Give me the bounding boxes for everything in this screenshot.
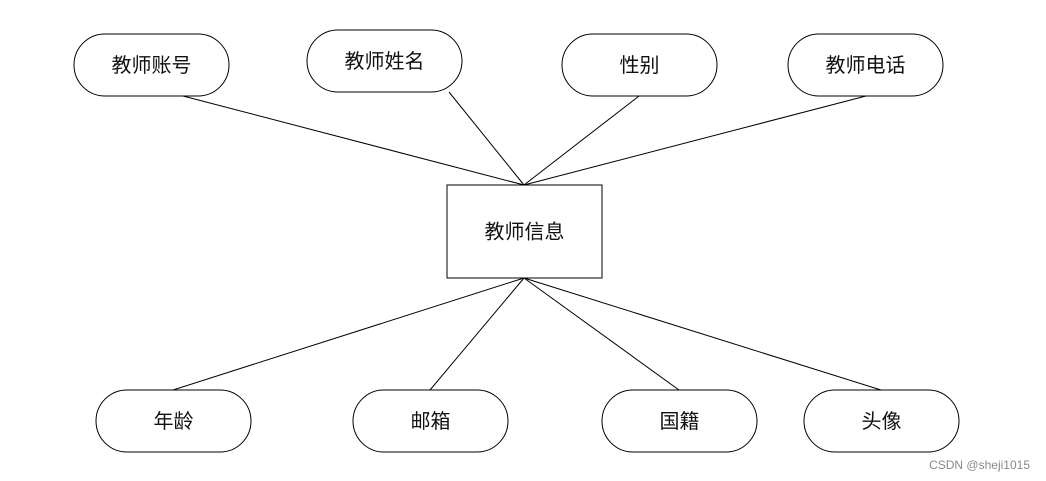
connector-line-age [172,277,525,391]
attribute-label: 教师账号 [112,53,192,77]
entity-teacher-info: 教师信息 [446,184,603,279]
entity-box [446,184,603,279]
attribute-label: 性别 [620,53,660,77]
attribute-shape [601,389,758,453]
connector-line-email [429,277,525,391]
entity-label: 教师信息 [485,220,565,244]
attribute-shape [306,29,463,93]
attribute-label: 教师姓名 [345,49,425,73]
attribute-label: 年龄 [154,409,194,433]
connector-line-nationality [523,277,680,391]
attribute-age: 年龄 [95,389,252,453]
attribute-shape [803,389,960,453]
attribute-shape [561,33,718,97]
watermark: CSDN @sheji1015 [929,458,1030,472]
connector-line-teacher-account [182,95,525,186]
connector-line-teacher-name [448,91,525,186]
attribute-shape [352,389,509,453]
attribute-teacher-phone: 教师电话 [787,33,944,97]
attribute-label: 头像 [862,409,902,433]
attribute-avatar: 头像 [803,389,960,453]
attribute-shape [95,389,252,453]
attribute-shape [787,33,944,97]
connector-line-gender [523,95,640,186]
attribute-label: 教师电话 [826,53,906,77]
connector-line-avatar [523,277,882,391]
attribute-email: 邮箱 [352,389,509,453]
attribute-teacher-name: 教师姓名 [306,29,463,93]
attribute-label: 邮箱 [411,409,451,433]
connector-lines [172,91,882,391]
attribute-label: 国籍 [660,409,700,433]
attribute-shape [73,33,230,97]
attribute-gender: 性别 [561,33,718,97]
attribute-teacher-account: 教师账号 [73,33,230,97]
connector-line-teacher-phone [523,95,867,186]
attribute-nationality: 国籍 [601,389,758,453]
